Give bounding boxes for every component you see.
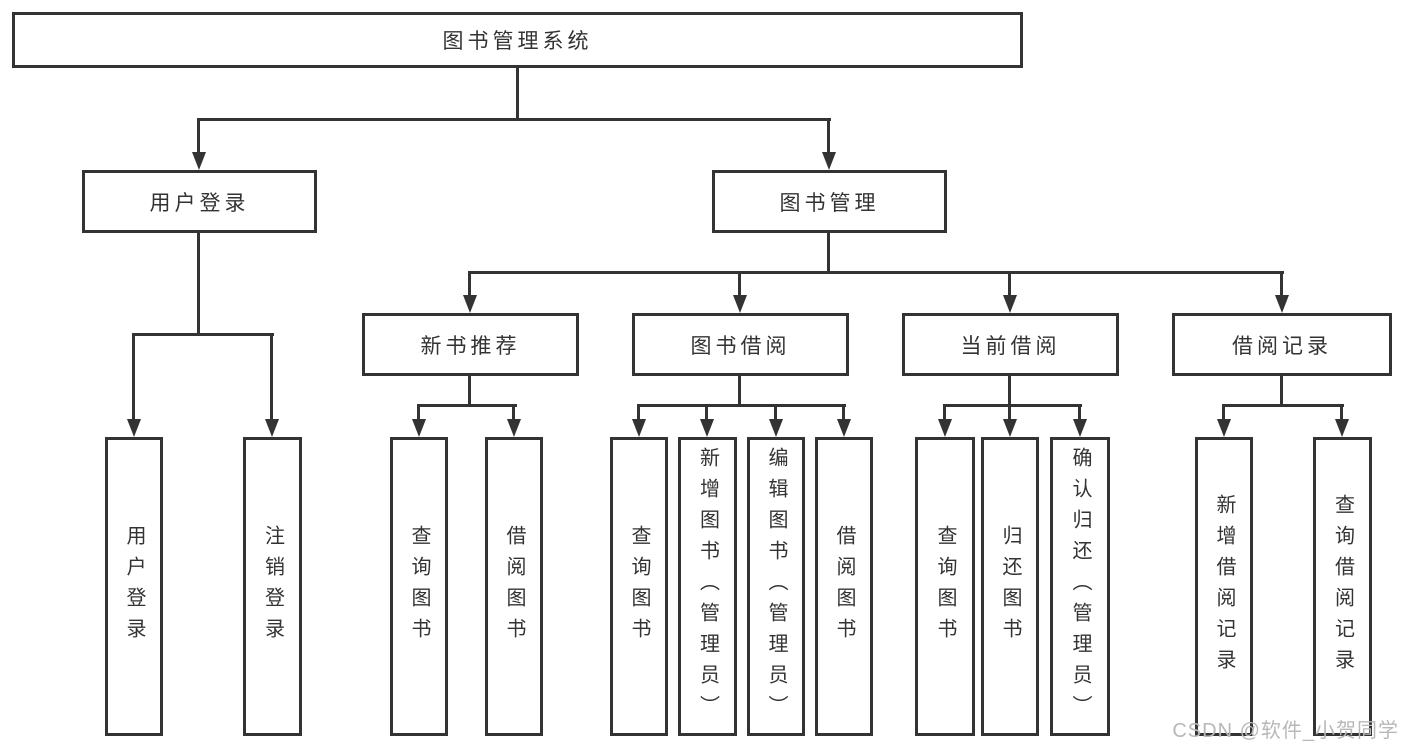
connector-drop-book-management (827, 118, 830, 154)
leaf-logout-label: 注销登录 (261, 524, 284, 649)
connector-book-management-stem (827, 233, 830, 274)
leaf-confirm-return-admin: 确认归还（管理员） (1050, 437, 1110, 736)
arrow-down-icon (127, 419, 141, 437)
node-current-borrowing-label: 当前借阅 (960, 334, 1061, 358)
arrow-down-icon (1275, 295, 1289, 313)
connector-drop (774, 404, 777, 421)
node-book-borrowing: 图书借阅 (632, 313, 849, 376)
connector-drop-book-borrowing (738, 271, 741, 297)
leaf-borrow-books: 借阅图书 (815, 437, 873, 736)
connector-drop-leaf-user-login (132, 333, 135, 421)
connector-book-management-branch (468, 271, 1284, 274)
connector-drop (417, 404, 420, 421)
arrow-down-icon (463, 295, 477, 313)
node-user-login: 用户登录 (82, 170, 317, 233)
node-borrowing-records-label: 借阅记录 (1232, 334, 1332, 358)
arrow-down-icon (192, 152, 206, 170)
arrow-down-icon (1073, 419, 1087, 437)
connector-drop-leaf-logout (270, 333, 273, 421)
leaf-query-books-current-label: 查询图书 (934, 524, 956, 649)
leaf-add-borrow-record-label: 新增借阅记录 (1213, 493, 1235, 680)
arrow-down-icon (837, 419, 851, 437)
arrow-down-icon (1217, 419, 1231, 437)
leaf-return-books-label: 归还图书 (999, 524, 1021, 649)
connector-drop-current-borrowing (1008, 271, 1011, 297)
connector-drop (842, 404, 845, 421)
leaf-query-books-borrowing: 查询图书 (610, 437, 668, 736)
arrow-down-icon (412, 419, 426, 437)
connector-drop (1222, 404, 1225, 421)
arrow-down-icon (938, 419, 952, 437)
leaf-add-books-admin-label: 新增图书（管理员） (696, 447, 719, 726)
connector-drop (705, 404, 708, 421)
connector-new-book-stem (468, 376, 471, 407)
leaf-query-borrow-record: 查询借阅记录 (1313, 437, 1372, 736)
arrow-down-icon (700, 419, 714, 437)
connector-new-book-branch (417, 404, 517, 407)
connector-drop-user-login (197, 118, 200, 154)
connector-drop (1078, 404, 1081, 421)
node-new-book-recommend: 新书推荐 (362, 313, 579, 376)
node-user-login-label: 用户登录 (149, 191, 250, 215)
leaf-query-books-borrowing-label: 查询图书 (628, 524, 650, 649)
connector-drop-new-book-recommend (468, 271, 471, 297)
arrow-down-icon (1003, 419, 1017, 437)
connector-drop (637, 404, 640, 421)
connector-current-borrowing-branch (943, 404, 1082, 407)
leaf-edit-books-admin-label: 编辑图书（管理员） (765, 447, 787, 726)
leaf-user-login-label: 用户登录 (123, 524, 145, 649)
connector-drop (512, 404, 515, 421)
leaf-confirm-return-admin-label: 确认归还（管理员） (1069, 447, 1091, 726)
connector-borrowing-records-branch (1222, 404, 1344, 407)
node-book-management-label: 图书管理 (779, 191, 880, 215)
connector-book-borrowing-stem (738, 376, 741, 407)
node-borrowing-records: 借阅记录 (1172, 313, 1392, 376)
leaf-return-books: 归还图书 (981, 437, 1039, 736)
connector-root-branch (197, 118, 831, 121)
connector-drop (1340, 404, 1343, 421)
node-root-label: 图书管理系统 (442, 30, 593, 53)
leaf-query-books-recommend-label: 查询图书 (408, 524, 430, 649)
leaf-borrow-books-recommend-label: 借阅图书 (503, 524, 525, 649)
arrow-down-icon (1335, 419, 1349, 437)
leaf-borrow-books-label: 借阅图书 (833, 524, 855, 649)
leaf-query-books-recommend: 查询图书 (390, 437, 448, 736)
leaf-query-borrow-record-label: 查询借阅记录 (1331, 493, 1354, 680)
connector-user-login-branch (132, 333, 274, 336)
leaf-add-borrow-record: 新增借阅记录 (1195, 437, 1253, 736)
connector-current-borrowing-stem (1008, 376, 1011, 407)
connector-user-login-stem (197, 233, 200, 336)
connector-borrowing-records-stem (1280, 376, 1283, 407)
arrow-down-icon (769, 419, 783, 437)
node-book-borrowing-label: 图书借阅 (690, 334, 791, 358)
csdn-watermark: CSDN @软件_小贺同学 (1172, 720, 1399, 742)
node-new-book-recommend-label: 新书推荐 (420, 334, 521, 358)
leaf-edit-books-admin: 编辑图书（管理员） (747, 437, 805, 736)
leaf-borrow-books-recommend: 借阅图书 (485, 437, 543, 736)
leaf-user-login: 用户登录 (105, 437, 163, 736)
arrow-down-icon (822, 152, 836, 170)
node-book-management: 图书管理 (712, 170, 947, 233)
connector-drop-borrowing-records (1280, 271, 1283, 297)
connector-drop (943, 404, 946, 421)
arrow-down-icon (1003, 295, 1017, 313)
node-root: 图书管理系统 (12, 12, 1023, 68)
connector-root-stem (516, 68, 519, 120)
node-current-borrowing: 当前借阅 (902, 313, 1119, 376)
connector-drop (1008, 404, 1011, 421)
arrow-down-icon (632, 419, 646, 437)
leaf-add-books-admin: 新增图书（管理员） (678, 437, 737, 736)
leaf-logout: 注销登录 (243, 437, 302, 736)
arrow-down-icon (507, 419, 521, 437)
leaf-query-books-current: 查询图书 (915, 437, 975, 736)
arrow-down-icon (265, 419, 279, 437)
arrow-down-icon (733, 295, 747, 313)
connector-book-borrowing-branch (637, 404, 846, 407)
